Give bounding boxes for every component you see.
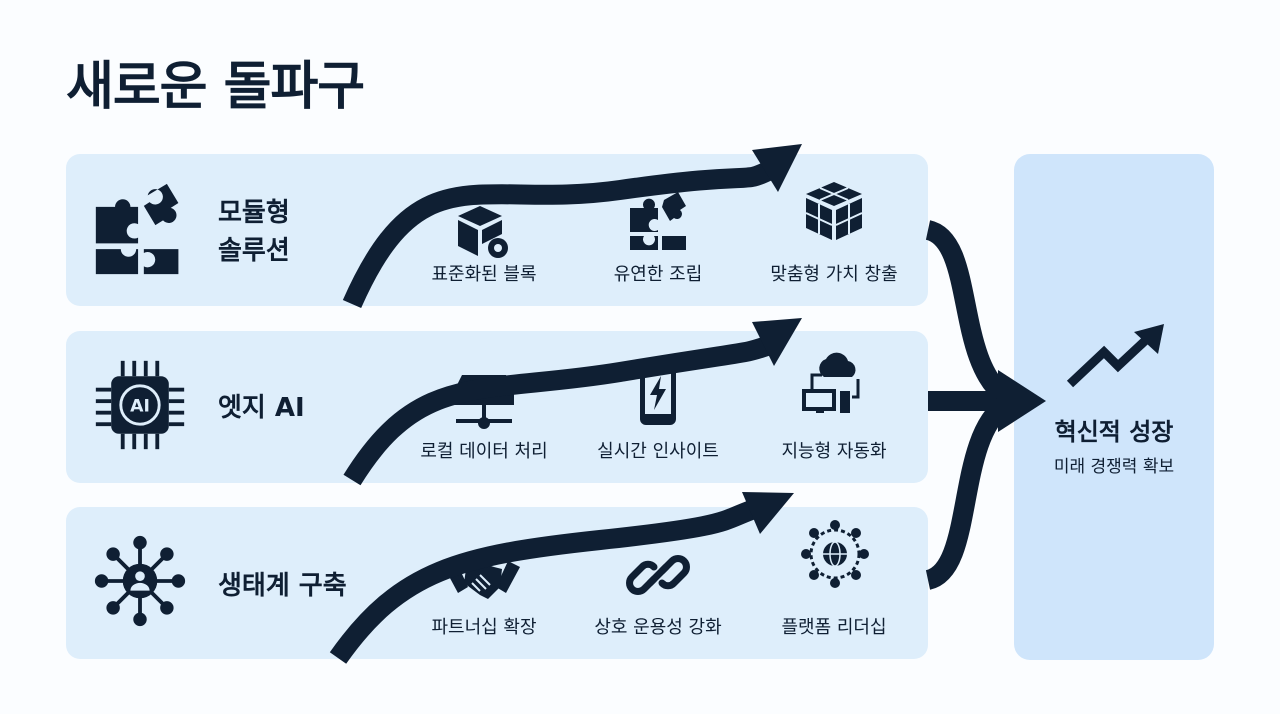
block-gear-icon xyxy=(458,206,508,258)
row-edge-ai: AI 엣지 AI 로컬 데이터 처리 실시간 인사이트 지능형 자동화 xyxy=(66,331,928,483)
step-label: 파트너십 확장 xyxy=(431,617,537,638)
row-ecosystem: 생태계 구축 파트너십 확장 상호 운용성 강화 플랫폼 리더십 xyxy=(66,507,928,659)
smartphone-bolt-icon xyxy=(640,365,676,425)
chain-link-icon xyxy=(626,555,690,595)
row-label-line1: 모듈형 xyxy=(218,198,290,228)
cube-blocks-icon xyxy=(805,182,863,240)
puzzle-icon xyxy=(95,183,179,275)
row-label-line1: 생태계 구축 xyxy=(218,571,347,601)
row-label-line1: 엣지 AI xyxy=(218,393,305,423)
merge-line-3 xyxy=(924,396,1012,590)
cloud-computer-icon xyxy=(802,352,860,413)
result-panel: 혁신적 성장 미래 경쟁력 확보 xyxy=(1014,154,1214,660)
step-label: 지능형 자동화 xyxy=(781,441,887,462)
server-icon xyxy=(454,375,514,429)
step-label: 실시간 인사이트 xyxy=(597,441,719,462)
result-subtitle: 미래 경쟁력 확보 xyxy=(1053,457,1175,477)
step-label: 유연한 조립 xyxy=(613,264,703,285)
handshake-icon xyxy=(444,561,520,599)
row-modular-solutions: 모듈형 솔루션 표준화된 블록 유연한 조립 맞춤형 가치 창출 xyxy=(66,154,928,306)
step-label: 플랫폼 리더십 xyxy=(781,617,887,638)
step-label: 로컬 데이터 처리 xyxy=(420,441,548,462)
network-hub-icon xyxy=(94,535,186,627)
step-label: 맞춤형 가치 창출 xyxy=(770,264,898,285)
puzzle-assembly-icon xyxy=(630,192,686,250)
growth-arrow-icon xyxy=(1066,324,1164,388)
row-label-line2: 솔루션 xyxy=(218,236,290,266)
globe-network-icon xyxy=(801,520,869,588)
step-label: 표준화된 블록 xyxy=(431,264,537,285)
ai-chip-icon: AI xyxy=(95,360,185,450)
merge-line-1 xyxy=(924,220,1012,405)
svg-text:AI: AI xyxy=(130,397,150,417)
page-title: 새로운 돌파구 xyxy=(66,57,365,117)
result-title: 혁신적 성장 xyxy=(1054,418,1174,446)
step-label: 상호 운용성 강화 xyxy=(594,617,722,638)
